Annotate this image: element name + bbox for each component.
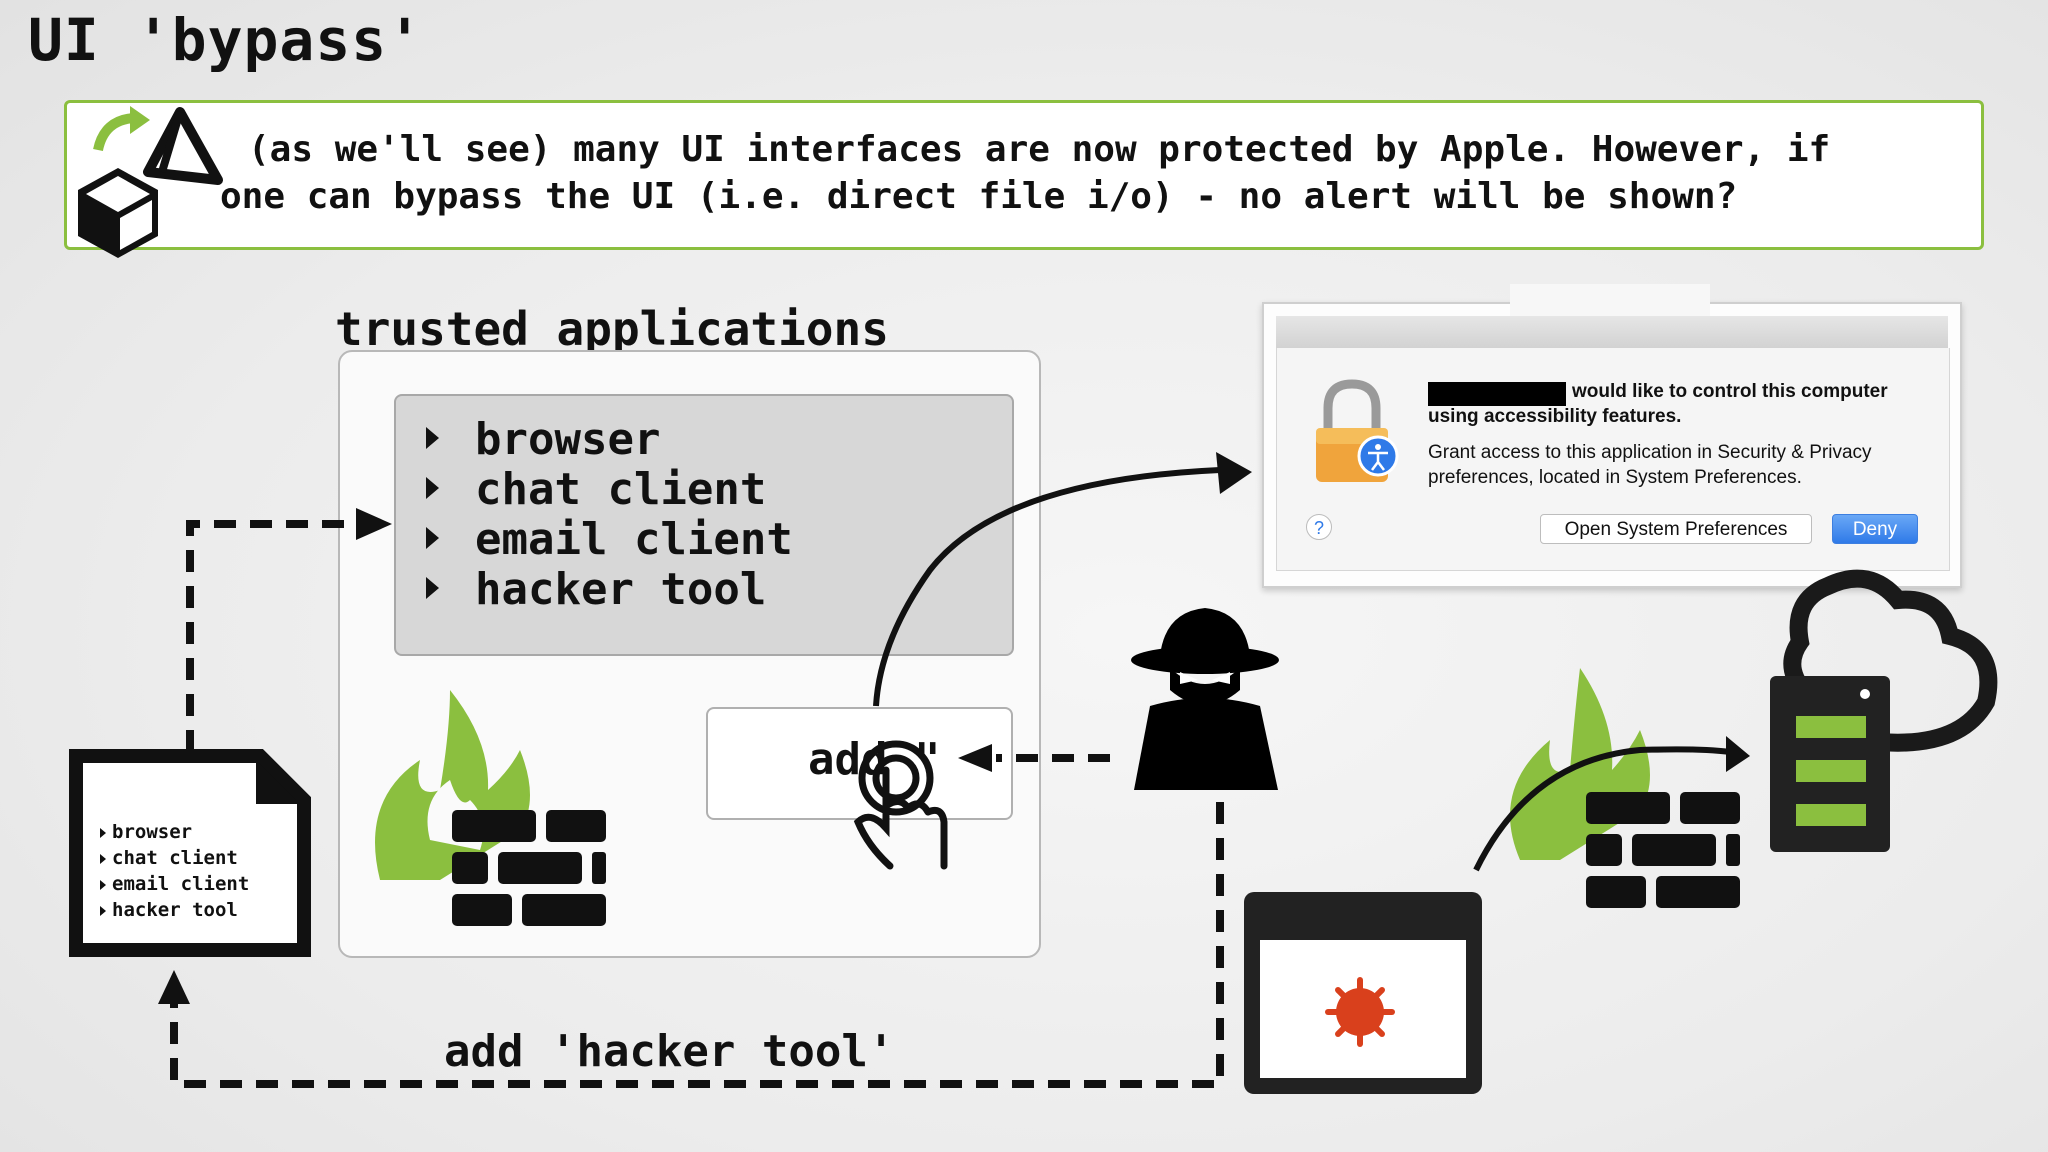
note-line-1: (as we'll see) many UI interfaces are no… [248,129,1831,170]
list-item: email client [426,514,793,565]
note-line-2: one can bypass the UI (i.e. direct file … [220,176,1738,217]
firewall-icon [1510,668,1740,908]
dialog-body-text: Grant access to this application in Secu… [1428,442,1872,463]
dialog-headline-2: using accessibility features. [1428,406,1682,427]
add-button-label: add " [808,734,941,785]
list-item: email client [100,871,249,897]
list-item: hacker tool [100,897,249,923]
redacted-app-name [1428,382,1566,406]
dialog-headline: would like to control this computer [1572,381,1888,402]
list-item: browser [100,819,249,845]
server-icon [1770,676,1890,852]
dialog-titlebar [1276,316,1948,349]
hacker-spy-icon [1131,608,1279,790]
document-file-list: browser chat client email client hacker … [100,819,249,923]
list-item: browser [426,414,660,465]
open-system-preferences-button[interactable]: Open System Preferences [1540,514,1812,544]
slide-title: UI 'bypass' [28,6,424,74]
deny-button[interactable]: Deny [1832,514,1918,544]
disclosure-triangle-icon [426,527,439,549]
note-box [64,100,1984,250]
cloud-icon [1783,569,1998,752]
disclosure-triangle-icon [426,477,439,499]
dialog-body-text-2: preferences, located in System Preferenc… [1428,467,1802,488]
add-hacker-tool-label: add 'hacker tool' [444,1026,895,1077]
list-item: hacker tool [426,564,766,615]
trusted-apps-list: browser chat client email client hacker … [394,394,1014,656]
malware-window-icon [1244,892,1482,1094]
help-button[interactable]: ? [1306,514,1332,540]
disclosure-triangle-icon [426,427,439,449]
list-item: chat client [426,464,766,515]
list-item: chat client [100,845,249,871]
trusted-applications-label: trusted applications [335,302,889,356]
disclosure-triangle-icon [426,577,439,599]
